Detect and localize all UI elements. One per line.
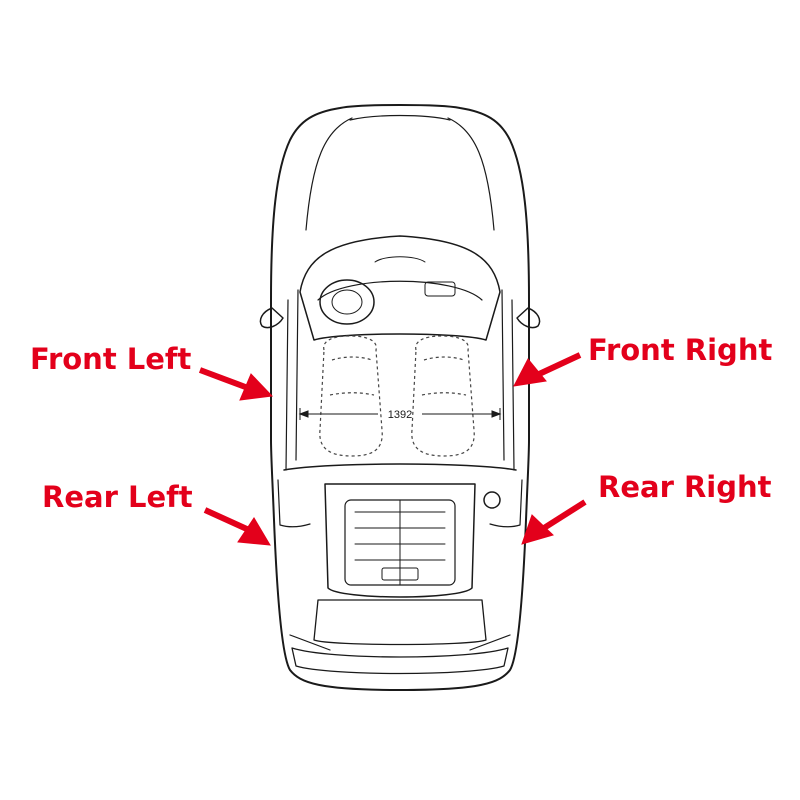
- rear-right-arrow: [542, 499, 587, 531]
- windshield: [299, 235, 501, 341]
- body-outline: [270, 104, 530, 691]
- taillight-left: [289, 634, 331, 651]
- front-left-arrow: [198, 367, 250, 391]
- rear-trunk: [313, 599, 487, 646]
- rear-left-label: Rear Left: [42, 480, 193, 514]
- cabin-right: [501, 289, 515, 471]
- taillight-right: [469, 634, 511, 651]
- rear-deck: [283, 463, 517, 471]
- glovebox: [424, 281, 456, 297]
- hood-center: [349, 114, 451, 121]
- front-right-arrow: [535, 352, 582, 378]
- fuel-cap: [483, 491, 501, 509]
- right-mirror: [516, 307, 541, 329]
- hood-line: [305, 117, 495, 231]
- engine-cover: [324, 483, 476, 598]
- rear-bumper: [291, 647, 509, 675]
- side-intake-right: [489, 479, 523, 528]
- front-right-label: Front Right: [588, 333, 773, 367]
- seat-right: [411, 335, 475, 457]
- left-mirror: [259, 307, 284, 329]
- front-left-label: Front Left: [30, 342, 192, 376]
- rear-right-label: Rear Right: [598, 470, 772, 504]
- side-intake-left: [277, 479, 311, 528]
- rear-left-arrow: [203, 507, 251, 533]
- cabin-left: [285, 289, 299, 471]
- seat-left: [319, 335, 383, 457]
- steering-wheel: [319, 279, 375, 325]
- dimension-value: 1392: [388, 409, 412, 421]
- dashboard: [317, 280, 483, 301]
